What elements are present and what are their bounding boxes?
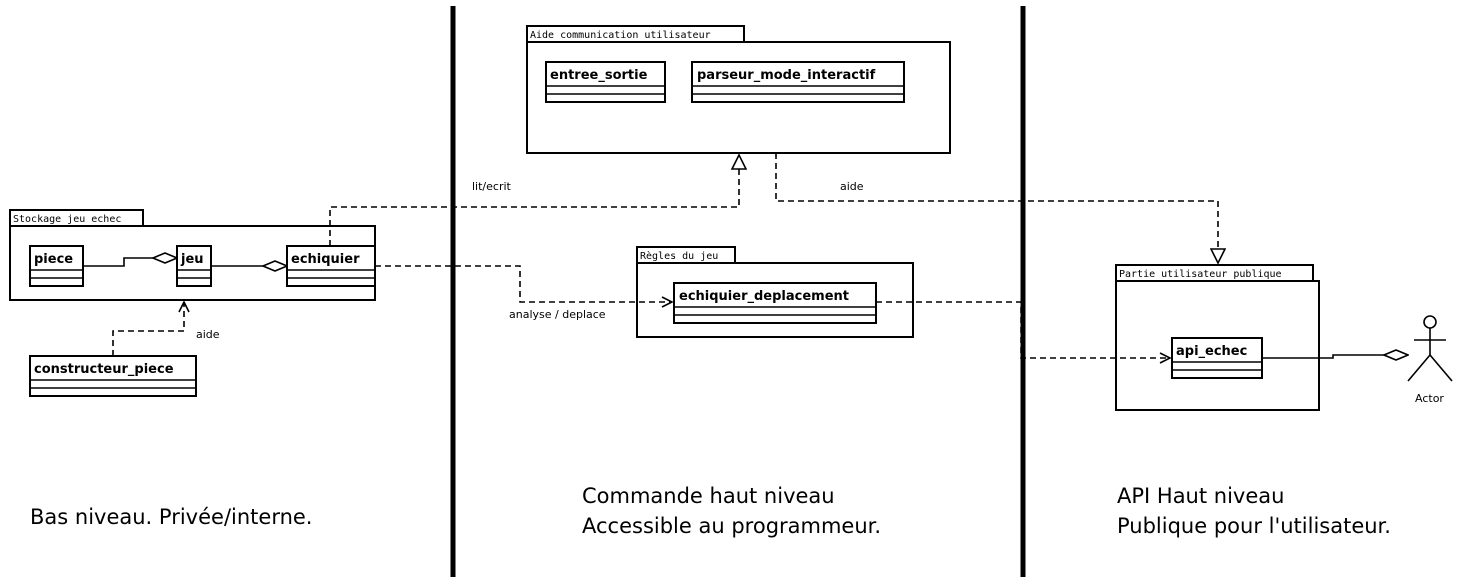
actor-figure bbox=[1407, 315, 1453, 382]
dependency-aide-comm-partie-publique bbox=[775, 153, 1218, 263]
aggregation-api-actor bbox=[1262, 355, 1408, 358]
class-constructeur-piece-name: constructeur_piece bbox=[34, 362, 174, 377]
class-api-echec-name: api_echec bbox=[1176, 344, 1247, 359]
class-jeu-name: jeu bbox=[180, 252, 204, 267]
zone-commande-line2: Accessible au programmeur. bbox=[582, 514, 881, 538]
edge-label-lit-ecrit: lit/ecrit bbox=[472, 180, 512, 193]
class-entree-sortie-name: entree_sortie bbox=[550, 68, 648, 83]
class-piece-name: piece bbox=[34, 252, 73, 267]
class-jeu: jeu bbox=[176, 245, 212, 287]
class-constructeur-piece: constructeur_piece bbox=[29, 355, 197, 397]
dependency-echiquier-deplacement bbox=[375, 265, 672, 302]
zone-bas-niveau-text: Bas niveau. Privée/interne. bbox=[30, 505, 313, 529]
dependency-deplacement-api bbox=[876, 301, 1170, 358]
package-stockage-label: Stockage jeu echec bbox=[13, 214, 121, 225]
class-echiquier-name: echiquier bbox=[291, 252, 360, 267]
class-echiquier-deplacement: echiquier_deplacement bbox=[673, 282, 877, 324]
class-piece: piece bbox=[29, 245, 84, 287]
class-parseur-mode-interactif: parseur_mode_interactif bbox=[691, 61, 905, 103]
dependency-echiquier-aide-comm bbox=[329, 155, 739, 246]
zone-commande-line1: Commande haut niveau bbox=[582, 484, 835, 508]
class-echiquier: echiquier bbox=[286, 245, 376, 287]
zone-api-line2: Publique pour l'utilisateur. bbox=[1117, 514, 1391, 538]
class-parseur-name: parseur_mode_interactif bbox=[697, 68, 876, 83]
dependency-constructeur-jeu bbox=[112, 302, 184, 356]
actor-label: Actor bbox=[1415, 392, 1444, 405]
edge-label-aide-api: aide bbox=[840, 180, 864, 193]
edge-label-aide-constructeur: aide bbox=[196, 328, 220, 341]
class-api-echec: api_echec bbox=[1171, 337, 1263, 379]
package-partie-publique-label: Partie utilisateur publique bbox=[1119, 269, 1282, 280]
package-regles-label: Règles du jeu bbox=[640, 250, 718, 262]
class-echiquier-deplacement-name: echiquier_deplacement bbox=[679, 289, 849, 304]
class-entree-sortie: entree_sortie bbox=[545, 61, 666, 103]
zone-api-line1: API Haut niveau bbox=[1117, 484, 1284, 508]
package-aide-comm-label: Aide communication utilisateur bbox=[530, 30, 711, 41]
aggregation-piece-jeu bbox=[83, 258, 177, 267]
edge-label-analyse-deplace: analyse / deplace bbox=[509, 308, 606, 321]
